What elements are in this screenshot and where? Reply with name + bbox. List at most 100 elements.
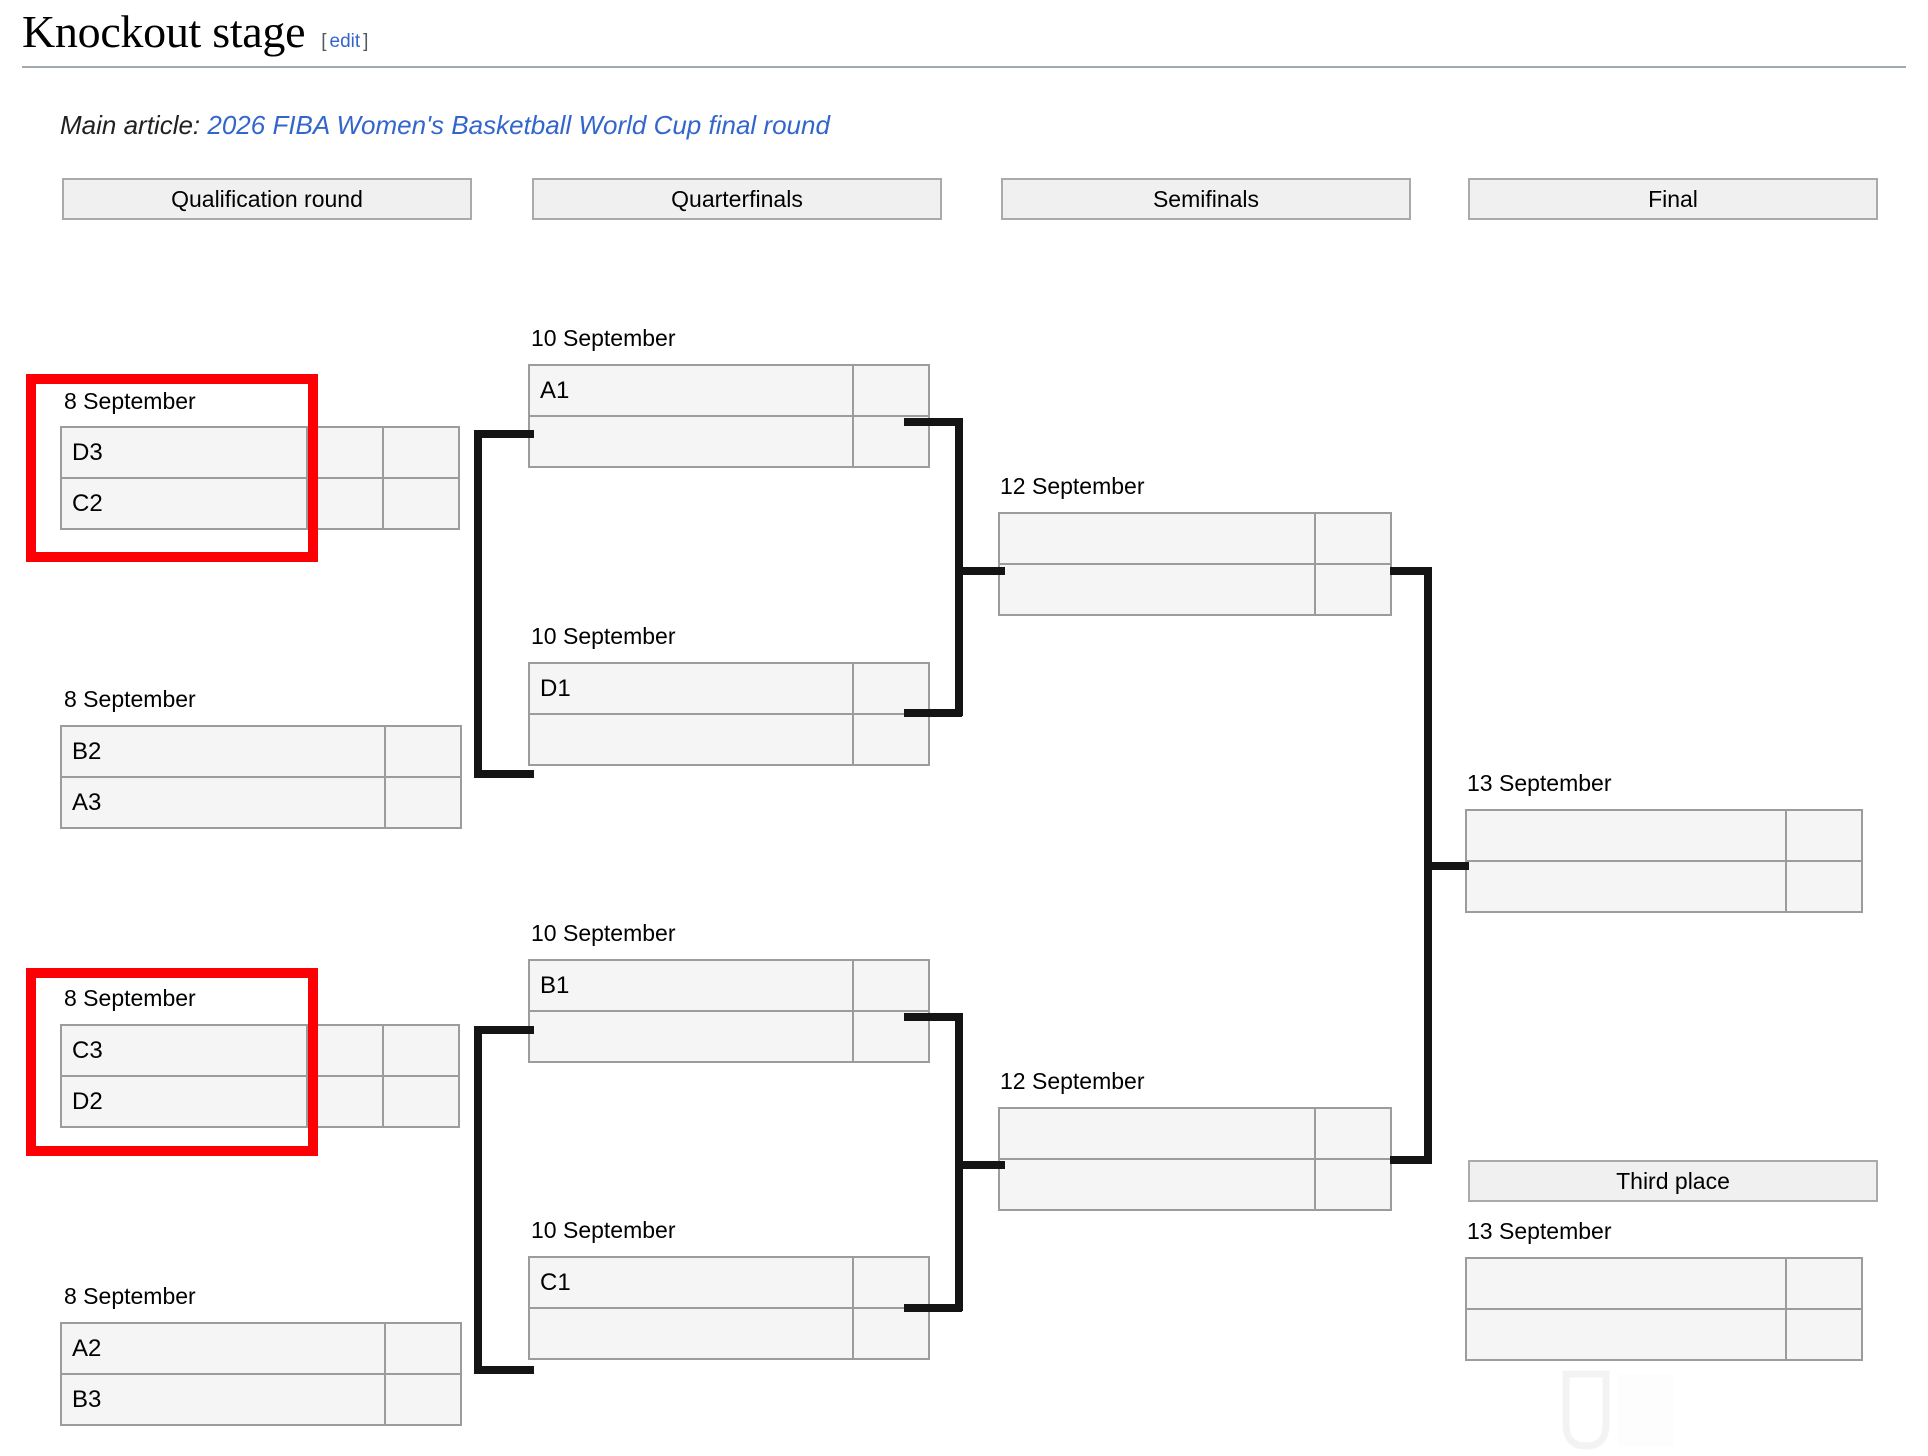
match-date-qf3: 10 September	[531, 920, 676, 946]
connector-spine-qf3	[474, 1026, 482, 1374]
team-name	[998, 1158, 1316, 1211]
round-header-semifinals: Semifinals	[1001, 178, 1411, 220]
match-sf2[interactable]	[998, 1107, 1392, 1211]
table-row: D1	[528, 662, 930, 715]
table-row	[998, 512, 1392, 565]
match-final[interactable]	[1465, 809, 1863, 913]
score-cell	[382, 477, 460, 530]
team-name: C3	[60, 1024, 308, 1077]
connector-qf3-arm	[474, 1026, 534, 1034]
connector-qf2-out	[904, 709, 962, 717]
table-row	[528, 415, 930, 468]
score-cell	[306, 477, 384, 530]
table-row: B2	[60, 725, 462, 778]
table-row: C3	[60, 1024, 460, 1077]
match-date-final: 13 September	[1467, 770, 1612, 796]
edit-link[interactable]: edit	[329, 31, 361, 52]
team-name	[528, 1307, 854, 1360]
table-row: A3	[60, 776, 462, 829]
connector-qf3-out	[904, 1013, 962, 1021]
page-title: Knockout stage	[22, 6, 306, 57]
edit-bracket-close: ]	[363, 31, 369, 52]
match-date-third: 13 September	[1467, 1218, 1612, 1244]
score-cell	[382, 1075, 460, 1128]
team-name: B3	[60, 1373, 386, 1426]
team-name: C1	[528, 1256, 854, 1309]
connector-q2-arm	[474, 770, 534, 778]
team-name: D1	[528, 662, 854, 715]
score-cell	[306, 1075, 384, 1128]
match-date-qf4: 10 September	[531, 1217, 676, 1243]
edit-section-wrap: [edit]	[321, 31, 368, 53]
match-sf1[interactable]	[998, 512, 1392, 616]
match-qf2[interactable]: D1	[528, 662, 930, 766]
connector-sf1-in	[955, 567, 1005, 575]
team-name: A2	[60, 1322, 386, 1375]
score-cell	[382, 1024, 460, 1077]
score-cell	[852, 959, 930, 1012]
score-cell	[1314, 1107, 1392, 1160]
team-name: D3	[60, 426, 308, 479]
score-cell	[1785, 860, 1863, 913]
match-third-place[interactable]	[1465, 1257, 1863, 1361]
table-row: A2	[60, 1322, 462, 1375]
match-qf3[interactable]: B1	[528, 959, 930, 1063]
team-name	[1465, 1257, 1787, 1310]
connector-sf1-out	[1390, 567, 1432, 575]
round-header-qualification: Qualification round	[62, 178, 472, 220]
score-cell	[1785, 1257, 1863, 1310]
score-cell	[384, 1373, 462, 1426]
team-name: D2	[60, 1075, 308, 1128]
table-row	[998, 563, 1392, 616]
section-heading: Knockout stage [edit]	[22, 6, 1902, 57]
team-name	[998, 1107, 1316, 1160]
match-date-qf1: 10 September	[531, 325, 676, 351]
connector-spine-qf1	[474, 430, 482, 778]
score-cell	[382, 426, 460, 479]
table-row	[1465, 809, 1863, 862]
match-qf1[interactable]: A1	[528, 364, 930, 468]
connector-sf2-in	[955, 1161, 1005, 1169]
connector-sf2-out	[1390, 1156, 1432, 1164]
score-cell	[384, 725, 462, 778]
score-cell	[852, 1256, 930, 1309]
score-cell	[852, 364, 930, 417]
score-cell	[306, 426, 384, 479]
match-date-q1: 8 September	[64, 388, 196, 414]
match-q3[interactable]: C3 D2	[60, 1024, 460, 1128]
score-cell	[852, 713, 930, 766]
hatnote-prefix: Main article:	[60, 110, 201, 140]
team-name	[528, 1010, 854, 1063]
match-q4[interactable]: A2 B3	[60, 1322, 462, 1426]
team-name: C2	[60, 477, 308, 530]
match-q2[interactable]: B2 A3	[60, 725, 462, 829]
table-row	[528, 1010, 930, 1063]
team-name	[1465, 809, 1787, 862]
score-cell	[1314, 512, 1392, 565]
match-qf4[interactable]: C1	[528, 1256, 930, 1360]
team-name: A1	[528, 364, 854, 417]
table-row	[528, 1307, 930, 1360]
score-cell	[1785, 1308, 1863, 1361]
team-name: A3	[60, 776, 386, 829]
score-cell	[306, 1024, 384, 1077]
team-name	[1465, 1308, 1787, 1361]
watermark-logo	[1562, 1370, 1674, 1450]
connector-qf1-arm	[474, 430, 534, 438]
match-q1[interactable]: D3 C2	[60, 426, 460, 530]
edit-bracket-open: [	[321, 31, 327, 52]
score-cell	[1314, 563, 1392, 616]
table-row: D3	[60, 426, 460, 479]
main-article-link[interactable]: 2026 FIBA Women's Basketball World Cup f…	[207, 110, 830, 140]
table-row: C2	[60, 477, 460, 530]
team-name	[528, 415, 854, 468]
match-date-qf2: 10 September	[531, 623, 676, 649]
team-name: B1	[528, 959, 854, 1012]
table-row: B1	[528, 959, 930, 1012]
table-row	[1465, 1308, 1863, 1361]
connector-q4-arm	[474, 1366, 534, 1374]
score-cell	[852, 1307, 930, 1360]
match-date-q3: 8 September	[64, 985, 196, 1011]
match-date-sf2: 12 September	[1000, 1068, 1145, 1094]
